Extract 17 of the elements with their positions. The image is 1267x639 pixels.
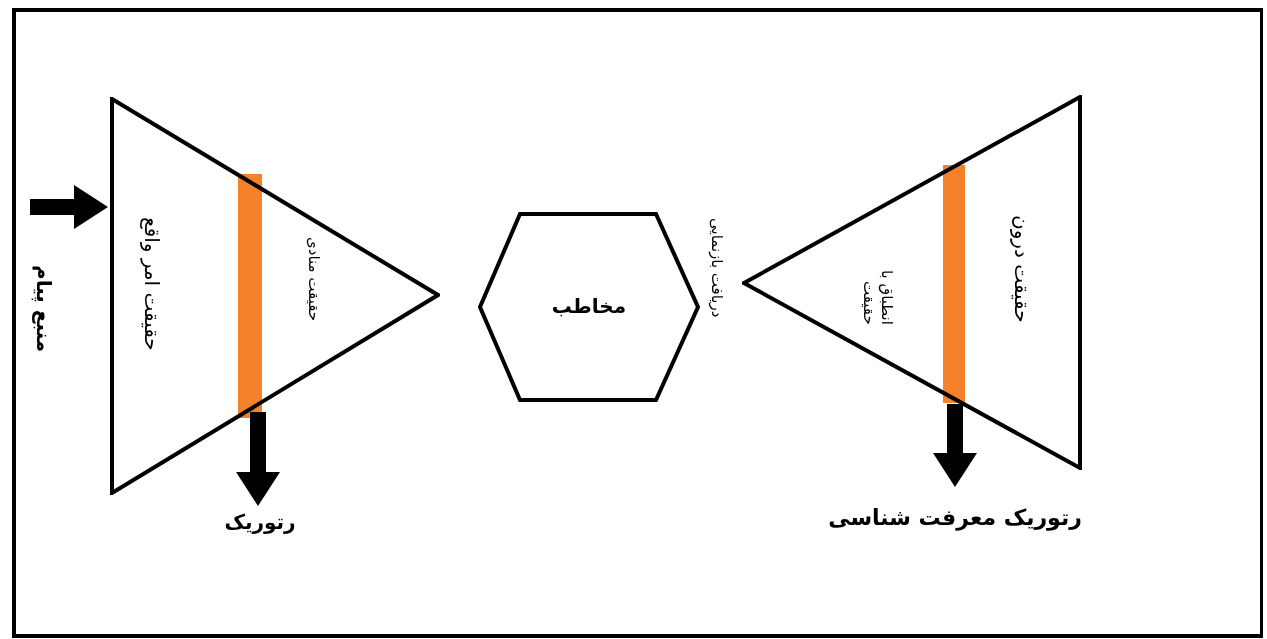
block-arrow (30, 185, 108, 229)
node-text: رتوریک معرفت شناسی (820, 505, 1090, 530)
hexagon-shape (478, 212, 700, 402)
block-arrow (236, 412, 280, 506)
node-text: مخاطب (550, 294, 628, 318)
triangle-shape (110, 97, 440, 495)
node-text: رتوریک (200, 510, 320, 534)
divider-band (943, 165, 965, 403)
node-text: حقیقت درون (1010, 215, 1034, 323)
divider-band (238, 174, 262, 418)
triangle-shape (742, 95, 1084, 470)
node-text: حقیقت منادی (305, 237, 323, 322)
rotated-label: دریافت بازنمایی (708, 218, 726, 318)
rotated-label: منبع پیام (32, 265, 56, 353)
block-arrow (933, 404, 977, 487)
node-text: انطباق با حقیقت (859, 269, 896, 325)
node-text: حقیقت امر واقع (140, 217, 164, 351)
